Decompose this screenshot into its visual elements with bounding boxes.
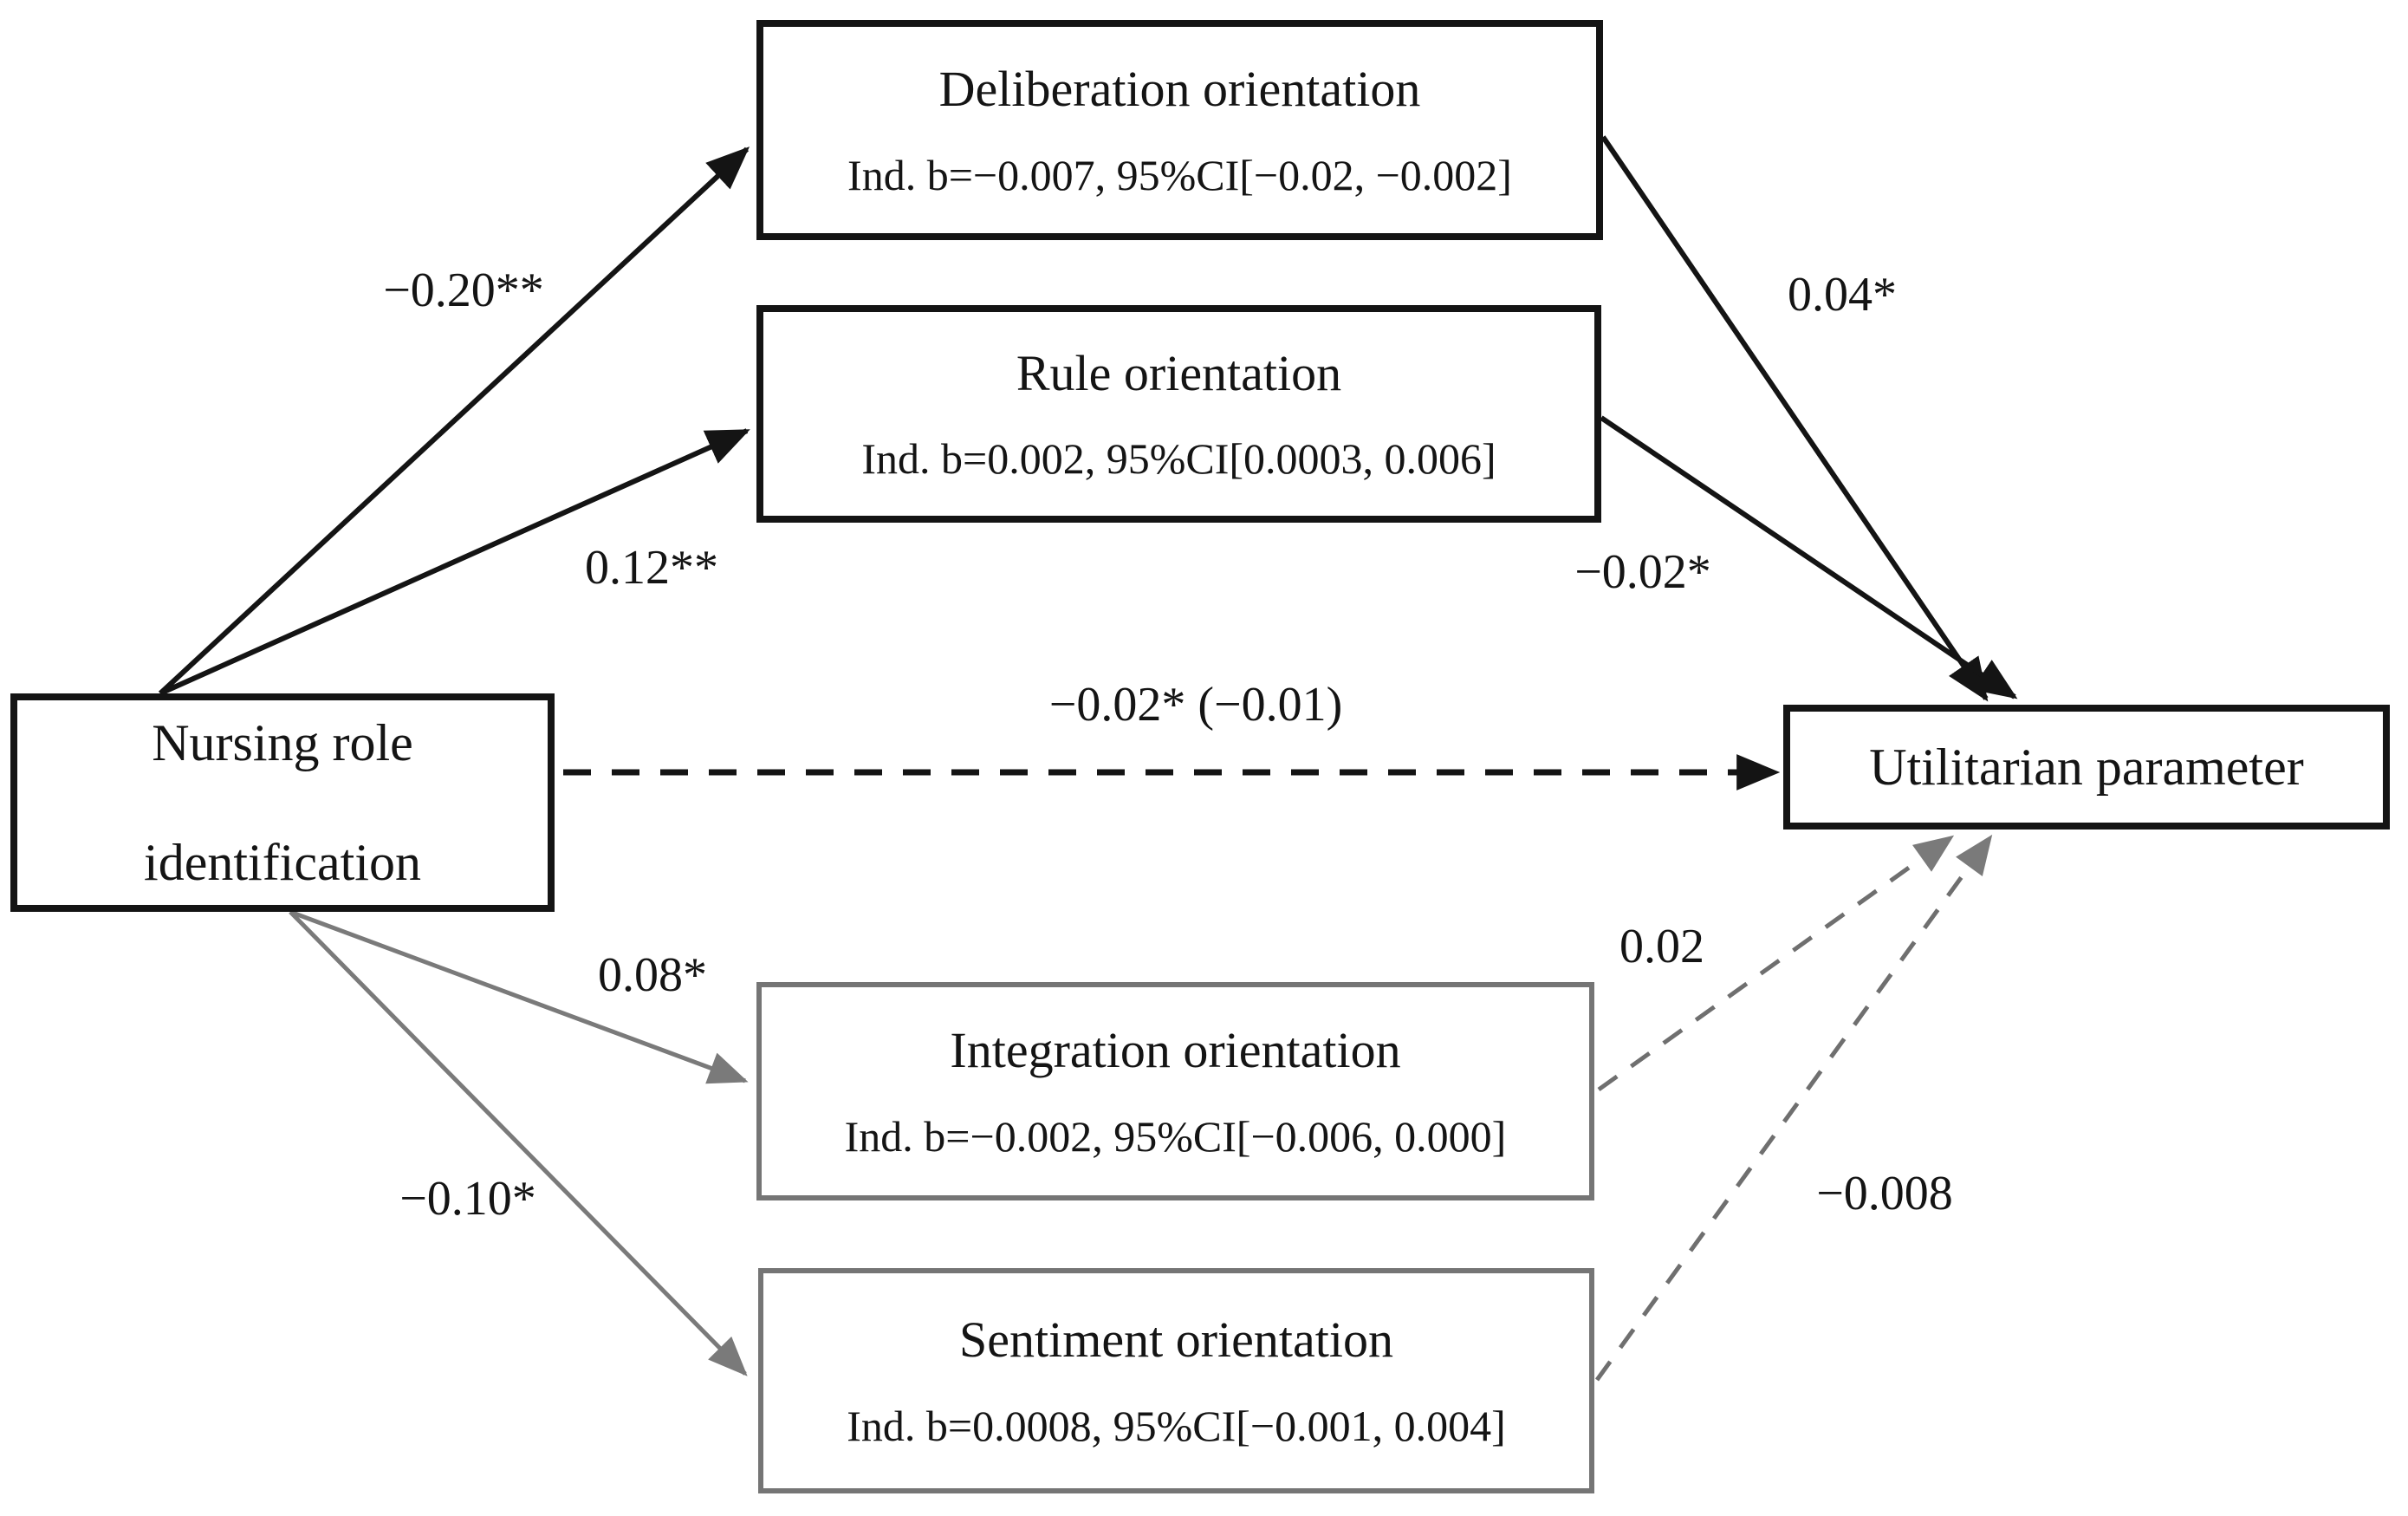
node-rule-orientation: Rule orientation Ind. b=0.002, 95%CI[0.0… (756, 305, 1601, 523)
coef-sentiment-to-utilitarian: −0.008 (1816, 1167, 1953, 1220)
arrow-nursing-to-deliberation (158, 146, 750, 696)
node-nursing-role-identification: Nursing role identification (10, 693, 555, 912)
arrow-rule-to-utilitarian (1600, 415, 2018, 699)
arrow-nursing-to-sentiment (289, 910, 748, 1376)
coef-nursing-to-sentiment: −0.10* (399, 1172, 536, 1226)
integration-title: Integration orientation (950, 1022, 1401, 1079)
coef-integration-to-utilitarian: 0.02 (1619, 920, 1704, 973)
sentiment-title: Sentiment orientation (959, 1311, 1393, 1369)
rule-indirect-effect: Ind. b=0.002, 95%CI[0.0003, 0.006] (861, 434, 1496, 484)
nursing-title-line2: identification (144, 834, 421, 891)
coef-rule-to-utilitarian: −0.02* (1574, 545, 1711, 599)
arrow-nursing-to-rule (159, 428, 750, 696)
node-utilitarian-parameter: Utilitarian parameter (1783, 705, 2390, 830)
coef-nursing-to-integration: 0.08* (598, 948, 707, 1002)
integration-indirect-effect: Ind. b=−0.002, 95%CI[−0.006, 0.000] (844, 1111, 1507, 1161)
arrow-deliberation-to-utilitarian (1600, 135, 1989, 702)
sentiment-indirect-effect: Ind. b=0.0008, 95%CI[−0.001, 0.004] (847, 1401, 1506, 1450)
nursing-title-line1: Nursing role (152, 714, 413, 771)
rule-title: Rule orientation (1016, 344, 1342, 401)
coef-deliberation-to-utilitarian: 0.04* (1788, 268, 1897, 322)
arrow-integration-to-utilitarian-dashed (1597, 835, 1955, 1092)
arrow-nursing-to-integration (289, 909, 749, 1084)
deliberation-title: Deliberation orientation (938, 61, 1421, 118)
node-integration-orientation: Integration orientation Ind. b=−0.002, 9… (756, 982, 1594, 1200)
node-deliberation-orientation: Deliberation orientation Ind. b=−0.007, … (756, 20, 1603, 240)
utilitarian-title: Utilitarian parameter (1869, 738, 2304, 796)
coef-nursing-to-deliberation: −0.20** (383, 264, 544, 317)
coef-direct-effect: −0.02* (−0.01) (1048, 678, 1343, 732)
coef-nursing-to-rule: 0.12** (585, 541, 718, 595)
deliberation-indirect-effect: Ind. b=−0.007, 95%CI[−0.02, −0.002] (847, 150, 1512, 199)
node-sentiment-orientation: Sentiment orientation Ind. b=0.0008, 95%… (758, 1268, 1594, 1493)
arrow-sentiment-to-utilitarian-dashed (1594, 834, 1993, 1382)
